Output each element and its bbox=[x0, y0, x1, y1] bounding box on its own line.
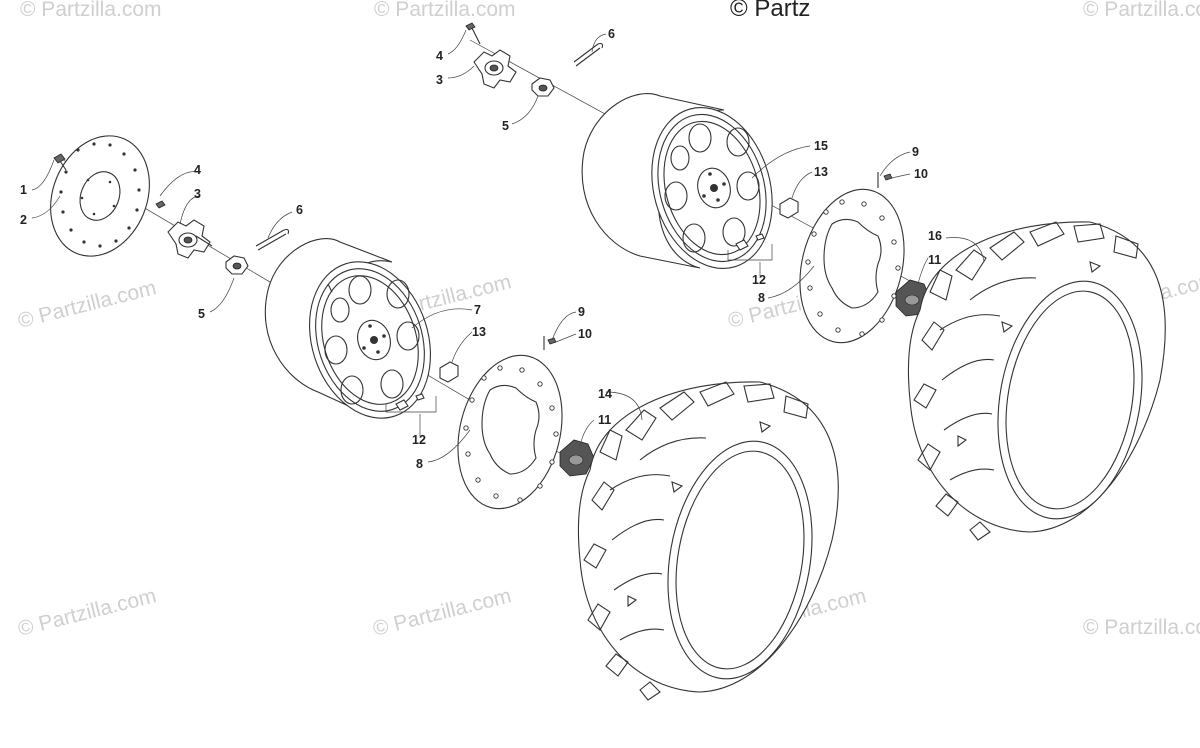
callout-rear-hub: 3 bbox=[436, 73, 443, 87]
rear-hub-nut bbox=[531, 77, 555, 97]
callout-rear-valve-stem: 12 bbox=[752, 273, 766, 287]
front-beadlock-ring bbox=[457, 354, 563, 510]
watermark: © Partzilla.com bbox=[1083, 0, 1200, 21]
callout-front-hub: 3 bbox=[194, 187, 201, 201]
leader-lines bbox=[31, 29, 985, 463]
rear-hub-bolt bbox=[465, 22, 481, 45]
callout-front-tire: 14 bbox=[598, 387, 612, 401]
callout-rear-beadlock-screw: 9 bbox=[912, 145, 919, 159]
rear-hub bbox=[473, 49, 517, 89]
copyright-text: © Partz bbox=[730, 0, 810, 22]
watermark: © Partzilla.com bbox=[371, 584, 514, 641]
front-beadlock-screw bbox=[543, 336, 557, 350]
front-cotter-pin bbox=[255, 228, 290, 251]
callout-rear-hub-nut: 5 bbox=[502, 119, 509, 133]
rear-tire bbox=[907, 221, 1166, 541]
callout-rear-hub-bolt: 4 bbox=[436, 49, 443, 63]
brake-disc bbox=[50, 135, 150, 257]
callout-rear-cotter-pin: 6 bbox=[608, 27, 615, 41]
rear-beadlock-ring bbox=[799, 188, 905, 344]
front-wheel bbox=[264, 238, 431, 419]
front-hub-nut bbox=[225, 255, 249, 275]
callout-front-hub-nut: 5 bbox=[198, 307, 205, 321]
front-lug-nut bbox=[439, 361, 459, 383]
callout-front-beadlock-washer: 10 bbox=[578, 327, 592, 341]
rear-cotter-pin bbox=[573, 42, 604, 67]
brake-disc-screw bbox=[53, 153, 67, 171]
watermark: © Partzilla.com bbox=[16, 584, 159, 641]
callout-front-lug-nut: 13 bbox=[472, 325, 486, 339]
front-hub bbox=[167, 219, 213, 259]
rear-beadlock-screw bbox=[877, 172, 893, 188]
watermark: © Partzilla.com bbox=[1083, 616, 1200, 639]
callout-rear-tire: 16 bbox=[928, 229, 942, 243]
callout-front-beadlock-screw: 9 bbox=[578, 305, 585, 319]
rear-valve-stem bbox=[727, 233, 773, 261]
callout-brake-disc-screw: 1 bbox=[20, 183, 27, 197]
front-hub-bolt bbox=[155, 200, 166, 209]
front-valve-stem bbox=[385, 393, 437, 413]
rear-lug-nut bbox=[779, 197, 799, 219]
front-center-cap bbox=[559, 439, 595, 477]
callout-rear-wheel: 15 bbox=[814, 139, 828, 153]
watermark: © Partzilla.com bbox=[374, 0, 516, 21]
callout-front-valve-stem: 12 bbox=[412, 433, 426, 447]
callout-brake-disc: 2 bbox=[20, 213, 27, 227]
watermark: © Partzilla.com bbox=[16, 276, 159, 333]
callout-front-cotter-pin: 6 bbox=[296, 203, 303, 217]
callout-rear-lug-nut: 13 bbox=[814, 165, 828, 179]
callout-front-beadlock-ring: 8 bbox=[416, 457, 423, 471]
watermark: © Partzilla.com bbox=[20, 0, 162, 21]
callout-labels: 4 3 6 5 1 2 4 3 6 5 7 13 12 8 9 10 11 14… bbox=[20, 27, 942, 471]
front-tire bbox=[577, 381, 839, 701]
callout-front-wheel: 7 bbox=[474, 303, 481, 317]
callout-rear-beadlock-ring: 8 bbox=[758, 291, 765, 305]
rear-wheel bbox=[581, 93, 773, 269]
callout-front-center-cap: 11 bbox=[598, 413, 611, 427]
callout-rear-beadlock-washer: 10 bbox=[914, 167, 928, 181]
callout-rear-center-cap: 11 bbox=[928, 253, 941, 267]
callout-front-hub-bolt: 4 bbox=[194, 163, 201, 177]
